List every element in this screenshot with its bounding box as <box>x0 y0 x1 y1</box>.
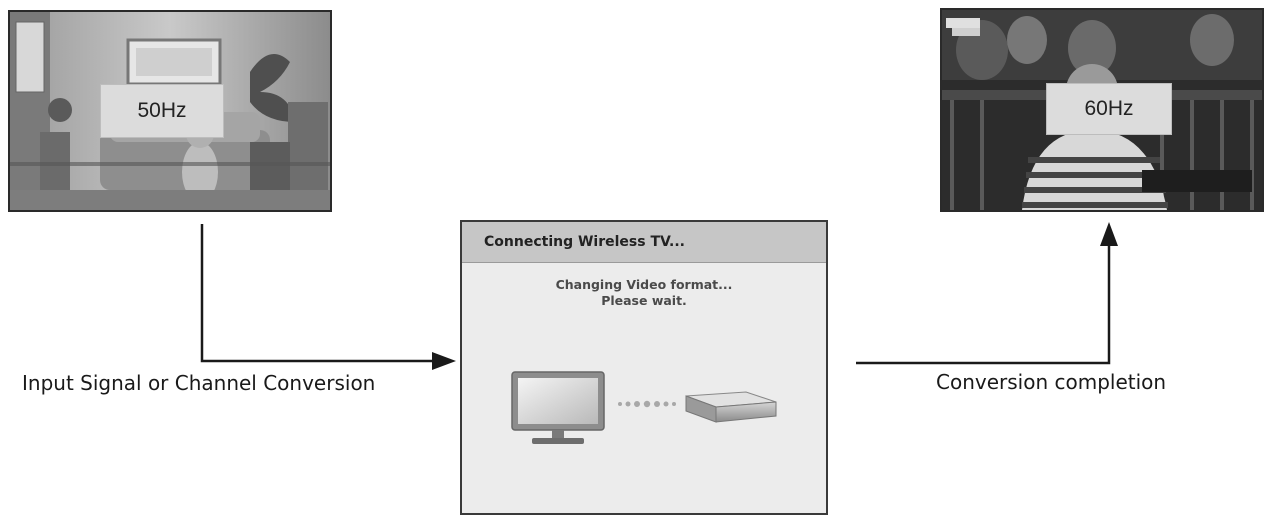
dialog-message: Changing Video format... Please wait. <box>462 277 826 309</box>
connection-illustration <box>511 371 777 444</box>
arrow-head-up <box>1100 222 1118 246</box>
arrow-head-right <box>432 352 456 370</box>
arrow-to-right-frame <box>856 244 1111 365</box>
media-box-icon <box>685 391 777 423</box>
dialog-message-line2: Please wait. <box>601 293 687 308</box>
frequency-badge-60hz: 60Hz <box>1046 83 1172 135</box>
connecting-dialog: Connecting Wireless TV... Changing Video… <box>460 220 828 515</box>
living-room-image-50hz: 50Hz <box>8 10 332 212</box>
connection-dots-icon <box>618 400 676 408</box>
arrow-to-dialog <box>200 224 434 363</box>
caption-input-signal: Input Signal or Channel Conversion <box>22 371 376 395</box>
caption-conversion-completion: Conversion completion <box>936 370 1167 394</box>
dialog-message-line1: Changing Video format... <box>555 277 733 292</box>
dialog-title: Connecting Wireless TV... <box>462 222 826 263</box>
frequency-badge-50hz: 50Hz <box>100 84 224 138</box>
court-scene-image-60hz: 60Hz <box>940 8 1264 212</box>
tv-icon <box>511 371 605 444</box>
